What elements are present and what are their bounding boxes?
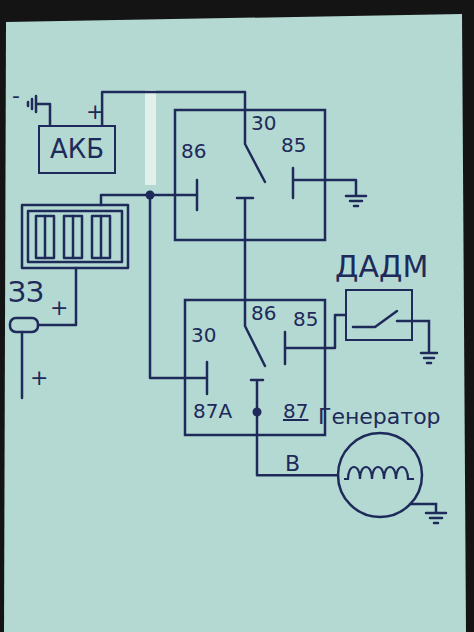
pin-number: 85 (281, 134, 306, 156)
junction-dot (146, 191, 155, 200)
relay-switch-symbol (175, 110, 325, 240)
pin-number: 86 (181, 140, 206, 162)
generator: Генератор (318, 405, 442, 521)
generator-symbol (318, 429, 442, 521)
ground-symbol (410, 504, 446, 523)
terminal-dot (253, 408, 262, 417)
component-name: ДАДМ (335, 250, 428, 283)
relay-outline (185, 300, 325, 435)
pin-number: 30 (251, 112, 276, 134)
relay-outline (175, 110, 325, 240)
pin-number: 87А (193, 400, 232, 422)
fuse-block-inner (28, 211, 122, 262)
terminal-sign: + (86, 100, 104, 124)
generator-coil (344, 467, 414, 479)
pin-number: 85 (293, 308, 318, 330)
ignition-switch: ЗЗ (8, 278, 44, 309)
component-name: Генератор (318, 405, 442, 429)
correction-smear (145, 90, 156, 185)
pin-number: 30 (191, 324, 216, 346)
fuse-block-outline (22, 205, 128, 268)
battery-box: АКБ (38, 125, 116, 174)
terminal-sign: + (50, 296, 68, 320)
component-name: АКБ (50, 135, 104, 164)
wire (325, 315, 345, 348)
component-name: ЗЗ (8, 278, 44, 309)
terminal-sign: + (30, 366, 48, 390)
pin-number: 87 (283, 400, 308, 422)
wire (244, 240, 247, 300)
pin-number: 86 (251, 302, 276, 324)
ignition-key-symbol (10, 318, 38, 332)
pressure-switch-symbol (347, 291, 410, 338)
relay-85-ground-wire (325, 180, 366, 206)
relay-86-bus-wire (101, 195, 185, 378)
wire (102, 92, 245, 125)
battery-ground-symbol (28, 96, 50, 125)
relay-contacts (175, 110, 325, 240)
wire (257, 435, 338, 475)
paper-sheet (4, 14, 466, 632)
sensor-housing (345, 289, 413, 341)
fuse-symbols (36, 216, 110, 258)
relay-switch-symbol (185, 300, 325, 435)
relay-box: 86 3085 (175, 110, 325, 240)
terminal-name: В (285, 452, 300, 476)
relay-box: 30 86 85 87А 87 (185, 300, 325, 435)
oil-pressure-sensor: ДАДМ (335, 250, 428, 341)
terminal-sign: - (12, 84, 20, 108)
